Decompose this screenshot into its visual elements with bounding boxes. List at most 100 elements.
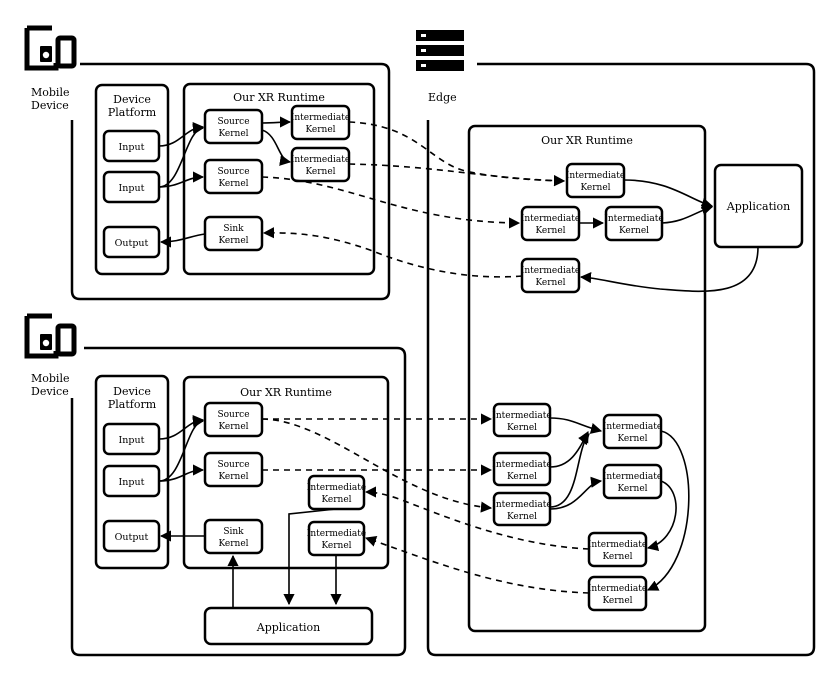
svg-text:Intermediate: Intermediate xyxy=(492,411,551,421)
svg-text:Kernel: Kernel xyxy=(580,183,610,193)
intermediate-kernel-1-l1: Intermediate xyxy=(291,113,350,123)
device-platform-title-2: Platform xyxy=(108,398,157,411)
input-label-1: Input xyxy=(119,435,145,446)
edge-kernel-a: Intermediate Kernel xyxy=(565,162,626,199)
edge-server: Edge Our XR Runtime Application Intermed… xyxy=(416,30,816,657)
arrow-source1-inter2 xyxy=(261,129,292,166)
input-label-2: Input xyxy=(119,183,145,194)
input-label-1: Input xyxy=(119,142,145,153)
intermediate-kernel-2-l2: Kernel xyxy=(321,541,351,551)
dash-edge-d-top-sink xyxy=(262,227,523,278)
intermediate-kernel-1-l2: Kernel xyxy=(321,495,351,505)
source-kernel-1-l1: Source xyxy=(217,410,249,420)
xr-runtime-title: Our XR Runtime xyxy=(240,386,332,399)
arrow-kernel-i-h xyxy=(549,476,603,510)
arrow-inter1-app xyxy=(283,508,337,606)
edge-kernel-e: Intermediate Kernel xyxy=(492,402,552,438)
svg-text:Kernel: Kernel xyxy=(535,226,565,236)
svg-text:Intermediate: Intermediate xyxy=(588,584,647,594)
intermediate-kernel-2-l2: Kernel xyxy=(305,167,335,177)
arrow-kernel-c-app xyxy=(661,204,714,224)
sink-kernel-l2: Kernel xyxy=(218,236,248,246)
edge-kernel-g: Intermediate Kernel xyxy=(492,451,552,487)
svg-text:Intermediate: Intermediate xyxy=(492,500,551,510)
dash-top-inter2-edge-a xyxy=(348,163,566,187)
svg-text:Kernel: Kernel xyxy=(617,434,647,444)
arrow-kernel-h-j xyxy=(646,480,677,551)
device-platform-title-2: Platform xyxy=(108,106,157,119)
edge-kernel-h: Intermediate Kernel xyxy=(602,463,663,500)
svg-text:Intermediate: Intermediate xyxy=(588,540,647,550)
intermediate-kernel-2-l1: Intermediate xyxy=(291,155,350,165)
dash-edge-j-bottom-inter1 xyxy=(364,486,590,550)
output-box xyxy=(102,225,161,259)
mobile-device-top-frame xyxy=(70,62,391,301)
edge-kernel-j: Intermediate Kernel xyxy=(587,531,648,568)
source-kernel-2-l2: Kernel xyxy=(218,179,248,189)
mobile-device-bottom: Mobile Device Device Platform Input Inpu… xyxy=(24,313,407,657)
svg-text:Kernel: Kernel xyxy=(507,423,537,433)
mobile-device-icon xyxy=(24,25,77,71)
svg-text:Kernel: Kernel xyxy=(507,512,537,522)
svg-text:Intermediate: Intermediate xyxy=(604,214,663,224)
mobile-label-line1: Mobile xyxy=(31,372,69,385)
arrow-input2-source2 xyxy=(158,171,205,188)
edge-xr-runtime-title: Our XR Runtime xyxy=(541,134,633,147)
edge-kernel-b: Intermediate Kernel xyxy=(520,205,581,242)
device-platform-title-1: Device xyxy=(113,385,151,398)
source-kernel-1-l2: Kernel xyxy=(218,422,248,432)
arrow-input2-source2 xyxy=(158,464,205,482)
svg-text:Intermediate: Intermediate xyxy=(603,472,662,482)
mobile-device-bottom-frame xyxy=(70,346,407,657)
arrow-source1-inter1 xyxy=(261,116,292,128)
output-box xyxy=(102,519,161,553)
svg-text:Intermediate: Intermediate xyxy=(566,171,625,181)
source-kernel-2-l1: Source xyxy=(217,460,249,470)
svg-text:Kernel: Kernel xyxy=(617,484,647,494)
network-transfers xyxy=(261,121,590,594)
svg-text:Kernel: Kernel xyxy=(602,596,632,606)
mobile-device-top: Mobile Device Device Platform Input Inpu… xyxy=(24,25,391,301)
mobile-label-line2: Device xyxy=(31,99,69,112)
output-label: Output xyxy=(115,532,149,543)
arrow-kernel-i-f xyxy=(549,433,590,508)
svg-text:Kernel: Kernel xyxy=(507,472,537,482)
intermediate-kernel-1 xyxy=(307,474,366,511)
edge-label: Edge xyxy=(428,91,457,104)
svg-text:Kernel: Kernel xyxy=(535,278,565,288)
server-icon xyxy=(416,30,464,71)
output-label: Output xyxy=(115,238,149,249)
arrow-kernel-e-f xyxy=(549,417,603,434)
mobile-label-line2: Device xyxy=(31,385,69,398)
arrow-sink-output xyxy=(159,233,206,248)
svg-text:Intermediate: Intermediate xyxy=(492,460,551,470)
arrow-kernel-a-app xyxy=(623,179,714,209)
arrow-kernel-f-k xyxy=(646,430,690,591)
intermediate-kernel-2-l1: Intermediate xyxy=(307,529,366,539)
edge-kernel-d: Intermediate Kernel xyxy=(520,257,581,294)
svg-text:Kernel: Kernel xyxy=(602,552,632,562)
arrow-input2-source1 xyxy=(158,123,205,188)
edge-kernel-k: Intermediate Kernel xyxy=(587,575,648,612)
source-kernel-2-l1: Source xyxy=(217,167,249,177)
mobile-label-line1: Mobile xyxy=(31,86,69,99)
application-label: Application xyxy=(256,621,320,634)
sink-kernel-l1: Sink xyxy=(223,527,244,537)
edge-kernel-c: Intermediate Kernel xyxy=(604,205,664,242)
svg-text:Intermediate: Intermediate xyxy=(603,422,662,432)
dash-top-inter1-edge-a xyxy=(348,121,566,187)
dash-edge-k-bottom-inter2 xyxy=(364,535,590,594)
device-platform-title-1: Device xyxy=(113,93,151,106)
source-kernel-1-l2: Kernel xyxy=(218,129,248,139)
sink-kernel-l2: Kernel xyxy=(218,539,248,549)
xr-runtime-title: Our XR Runtime xyxy=(233,91,325,104)
input-label-2: Input xyxy=(119,477,145,488)
source-kernel-1-l1: Source xyxy=(217,117,249,127)
source-kernel-1 xyxy=(203,108,264,145)
sink-kernel xyxy=(203,215,264,252)
application-box xyxy=(203,606,374,646)
source-kernel-2-l2: Kernel xyxy=(218,472,248,482)
edge-frame xyxy=(426,62,816,657)
